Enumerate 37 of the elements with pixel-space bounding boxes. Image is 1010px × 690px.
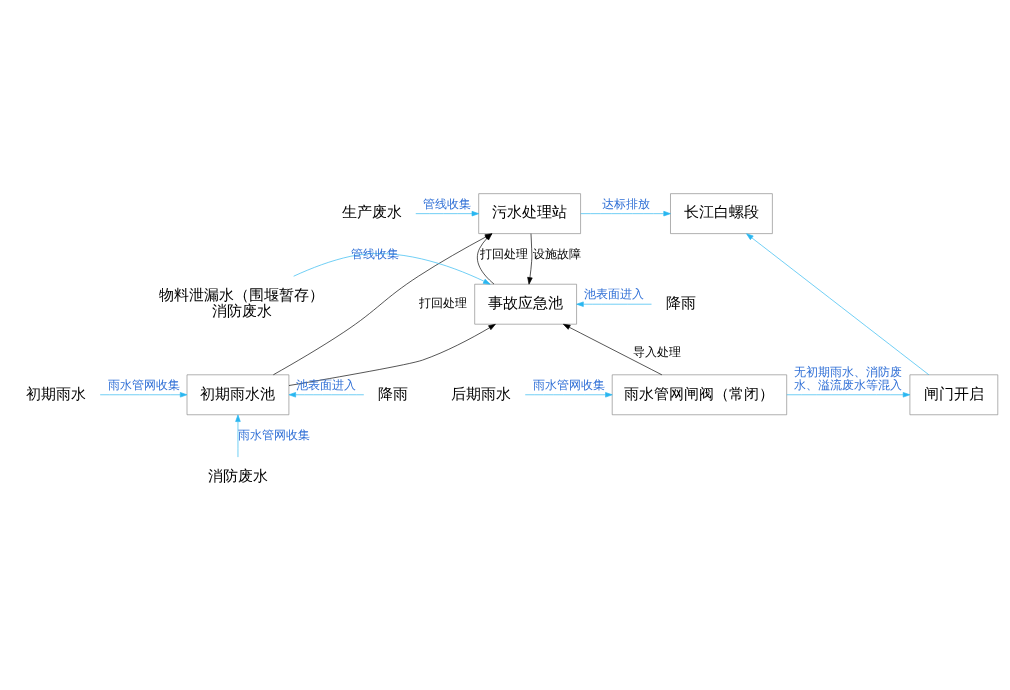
node-text: 初期雨水 (26, 384, 87, 402)
arrow (746, 232, 930, 375)
edge-label: 管线收集 (423, 196, 472, 211)
node-text: 后期雨水 (451, 384, 512, 402)
edge-label: 雨水管网收集 (107, 377, 180, 392)
edge-label: 导入处理 (633, 344, 682, 359)
arrow (415, 210, 479, 216)
edge-label: 无初期雨水、消防废水、溢流废水等混入 (794, 364, 903, 392)
node-box: 长江白螺段 (670, 192, 773, 234)
edge-label: 雨水管网收集 (532, 377, 605, 392)
arrow (293, 252, 491, 284)
edge-label: 池表面进入 (584, 286, 645, 301)
node-box: 污水处理站 (478, 192, 581, 234)
node-text: 降雨 (378, 384, 409, 402)
arrow (563, 323, 663, 375)
edge-label: 雨水管网收集 (238, 427, 311, 442)
arrow (527, 232, 533, 284)
edge-label: 打回处理 (480, 246, 528, 261)
node-text: 物料泄漏水（围堰暂存） 消防废水 (159, 285, 325, 319)
node-box: 雨水管网闸阀（常闭） (611, 373, 788, 415)
arrow (786, 391, 911, 397)
node-box: 事故应急池 (474, 283, 577, 325)
edge-label: 达标排放 (601, 196, 650, 211)
arrow (576, 301, 652, 307)
node-text: 生产废水 (341, 202, 402, 220)
node-text: 消防废水 (207, 466, 268, 484)
node-text: 降雨 (665, 293, 696, 311)
arrow (524, 391, 613, 397)
node-box: 初期雨水池 (186, 373, 290, 415)
node-box: 闸门开启 (909, 373, 999, 415)
arrow (99, 391, 188, 397)
edge-label: 打回处理 (418, 295, 467, 310)
arrow (288, 323, 496, 386)
arrow (580, 210, 671, 216)
arrow (288, 391, 365, 397)
edge-label: 设施故障 (532, 246, 581, 261)
arrow (235, 414, 241, 457)
